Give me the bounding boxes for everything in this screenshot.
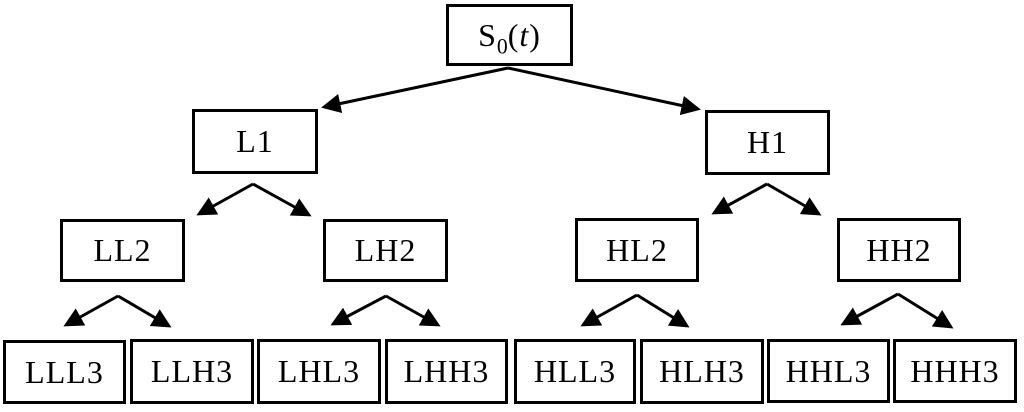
- edge-root-l1: [321, 66, 509, 114]
- node-hl2: HL2: [575, 218, 699, 282]
- node-llh3-label: LLH3: [150, 353, 234, 389]
- node-hh2-label: HH2: [866, 231, 932, 268]
- node-lhl3-label: LHL3: [277, 353, 361, 389]
- node-ll2: LL2: [60, 219, 185, 282]
- node-lhl3: LHL3: [257, 339, 381, 404]
- node-hhl3: HHL3: [767, 339, 890, 403]
- edge-hl2-hlh3: [636, 293, 690, 328]
- edge-lh2-lhh3: [385, 294, 441, 327]
- edge-root-h1: [507, 66, 701, 116]
- node-lll3: LLL3: [3, 340, 126, 404]
- node-root-signal: S0(t): [446, 4, 573, 66]
- node-hl2-label: HL2: [606, 231, 668, 268]
- node-lhh3-label: LHH3: [403, 353, 490, 389]
- node-l1: L1: [192, 109, 318, 174]
- node-lh2: LH2: [323, 219, 448, 282]
- node-hlh3: HLH3: [640, 339, 764, 404]
- edge-hh2-hhh3: [897, 292, 954, 329]
- node-ll2-label: LL2: [93, 232, 152, 268]
- edge-hh2-hhl3: [840, 292, 899, 326]
- edge-ll2-lll3: [63, 294, 119, 327]
- node-lll3-label: LLL3: [25, 353, 104, 390]
- node-hlh3-label: HLH3: [659, 353, 745, 389]
- edge-l1-lh2: [252, 182, 312, 217]
- node-hll3-label: HLL3: [533, 353, 617, 389]
- node-llh3: LLH3: [130, 339, 254, 404]
- edge-h1-hh2: [766, 182, 822, 216]
- edge-l1-ll2: [196, 182, 254, 216]
- edge-ll2-llh3: [117, 294, 172, 328]
- node-l1-label: L1: [236, 123, 274, 159]
- node-hh2: HH2: [837, 218, 961, 282]
- node-hhh3-label: HHH3: [910, 352, 1000, 389]
- edge-h1-hl2: [711, 182, 768, 215]
- node-lh2-label: LH2: [354, 232, 417, 268]
- node-h1-label: H1: [746, 124, 789, 160]
- node-h1: H1: [705, 110, 830, 175]
- node-lhh3: LHH3: [385, 339, 508, 404]
- node-hhl3-label: HHL3: [785, 352, 872, 389]
- node-hll3: HLL3: [514, 339, 636, 404]
- edge-hl2-hll3: [580, 293, 638, 327]
- edge-lh2-lhl3: [330, 294, 387, 326]
- node-root-label: S0(t): [478, 16, 541, 58]
- node-hhh3: HHH3: [893, 339, 1017, 403]
